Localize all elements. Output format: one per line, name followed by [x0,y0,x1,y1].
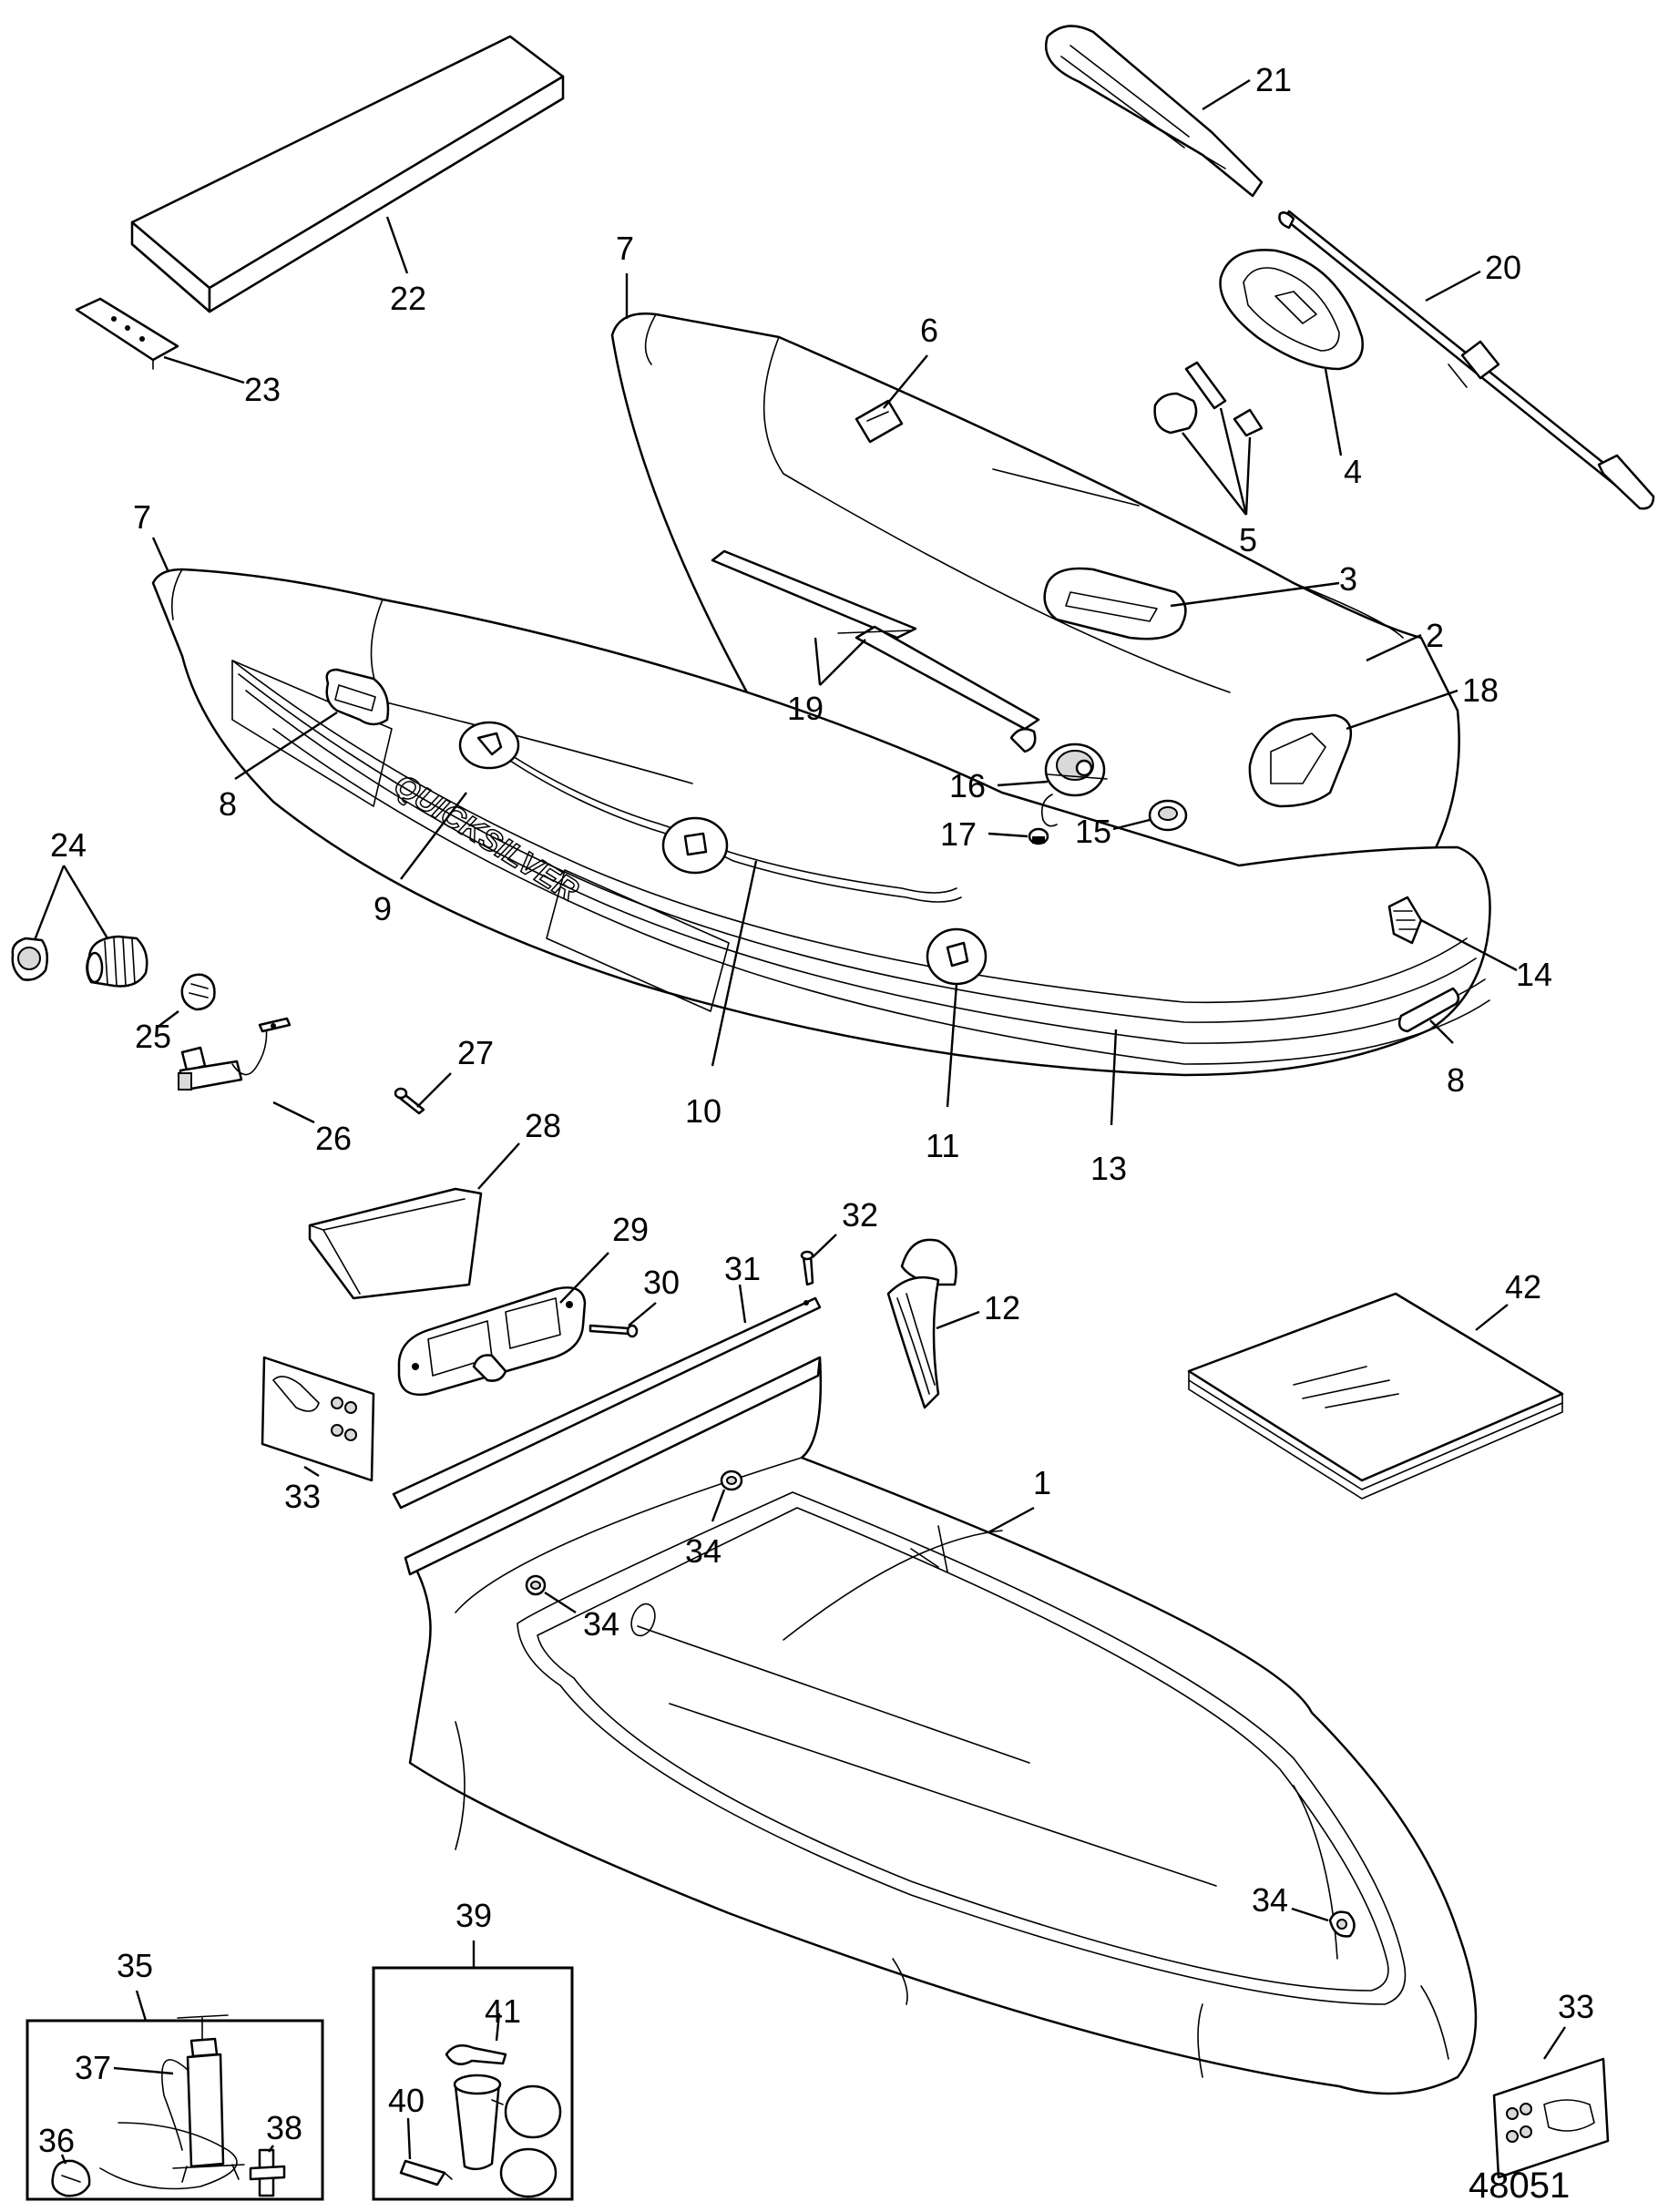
callout-8-left: 8 [219,785,237,823]
callout-16: 16 [949,767,986,804]
callout-17: 17 [940,815,977,853]
callout-25: 25 [135,1018,171,1055]
callout-37: 37 [75,2049,111,2086]
callout-29: 29 [612,1211,649,1248]
logo-decal[interactable] [1387,896,1423,945]
callout-24: 24 [50,826,87,864]
callout-41: 41 [485,1992,521,2030]
callout-7-lower: 7 [133,498,151,536]
grommet-2[interactable] [525,1574,547,1596]
callout-8-right: 8 [1447,1061,1465,1099]
oar-blade[interactable] [1045,25,1264,198]
callout-10: 10 [685,1092,722,1130]
callout-32: 32 [842,1196,878,1234]
callout-23: 23 [244,371,281,408]
line-holder-3[interactable] [926,927,988,986]
handle-side[interactable] [325,668,390,726]
callout-33-right: 33 [1558,1988,1594,2025]
callout-20: 20 [1485,249,1521,286]
callout-38: 38 [266,2109,302,2146]
patch-card-right[interactable] [1492,2057,1610,2179]
grommet-3[interactable] [1328,1910,1356,1938]
callout-9: 9 [374,890,392,927]
grab-line[interactable] [491,742,962,903]
callout-7-upper: 7 [616,230,634,267]
callout-5: 5 [1239,521,1257,558]
callout-12: 12 [984,1289,1020,1326]
valve-disk[interactable] [1148,799,1188,832]
screw-27[interactable] [394,1087,425,1115]
inflatable-hull-near-tube[interactable] [151,568,1491,1077]
callout-13: 13 [1090,1150,1127,1187]
grommet-1[interactable] [720,1470,743,1491]
callout-34-b: 34 [583,1605,619,1643]
towing-ring[interactable] [855,399,904,444]
callout-4: 4 [1344,453,1362,490]
callout-26: 26 [315,1120,352,1157]
transom-board[interactable] [308,1187,483,1300]
callout-21: 21 [1255,61,1292,98]
callout-30: 30 [643,1264,680,1301]
transom-plate[interactable] [397,1286,587,1397]
callout-42: 42 [1505,1268,1541,1306]
callout-2: 2 [1426,617,1444,654]
diagram-number: 48051 [1469,2166,1570,2206]
patch-card-left[interactable] [261,1356,375,1482]
callout-11: 11 [926,1127,959,1164]
callout-27: 27 [457,1034,494,1071]
transom-strip[interactable] [392,1296,822,1510]
seat-board[interactable] [130,35,565,313]
callout-33-left: 33 [284,1478,321,1515]
skeg[interactable] [886,1238,957,1409]
pump-kit[interactable] [26,2014,324,2201]
tethered-valve[interactable] [178,1017,292,1091]
line-holder-1[interactable] [458,721,520,770]
oarlock-pins[interactable] [1153,361,1264,437]
oarlock-holder[interactable] [1219,249,1364,371]
callout-6: 6 [920,312,938,349]
carry-handle-3[interactable] [1043,567,1187,640]
drain-plug-set[interactable] [11,935,148,988]
line-holder-2[interactable] [661,816,729,875]
seat-strips[interactable] [711,549,1040,753]
callout-1: 1 [1033,1464,1051,1501]
floor-cover[interactable] [1187,1292,1564,1500]
inflation-valve[interactable] [1044,742,1108,797]
callout-39: 39 [455,1897,492,1934]
callout-22: 22 [390,280,426,317]
callout-40: 40 [388,2082,425,2119]
callout-34-c: 34 [1252,1881,1288,1919]
callout-34-a: 34 [685,1532,722,1570]
seat-bracket[interactable] [75,297,179,370]
callout-15: 15 [1075,813,1111,850]
handle-rear[interactable] [1397,987,1460,1033]
callout-3: 3 [1339,560,1357,598]
callout-35: 35 [117,1947,153,1984]
valve-cap[interactable] [1028,794,1058,845]
oar-shaft[interactable] [1278,210,1655,510]
callout-19: 19 [787,690,824,727]
screw-32[interactable] [800,1250,814,1286]
screw-30[interactable] [588,1324,639,1338]
callout-36: 36 [38,2122,75,2159]
repair-kit[interactable] [372,1966,574,2201]
drain-cap[interactable] [180,973,216,1011]
callout-31: 31 [724,1250,761,1287]
callout-18: 18 [1462,671,1499,709]
callout-28: 28 [525,1107,561,1144]
callout-14: 14 [1516,956,1552,993]
carry-handle-18[interactable] [1248,713,1353,808]
